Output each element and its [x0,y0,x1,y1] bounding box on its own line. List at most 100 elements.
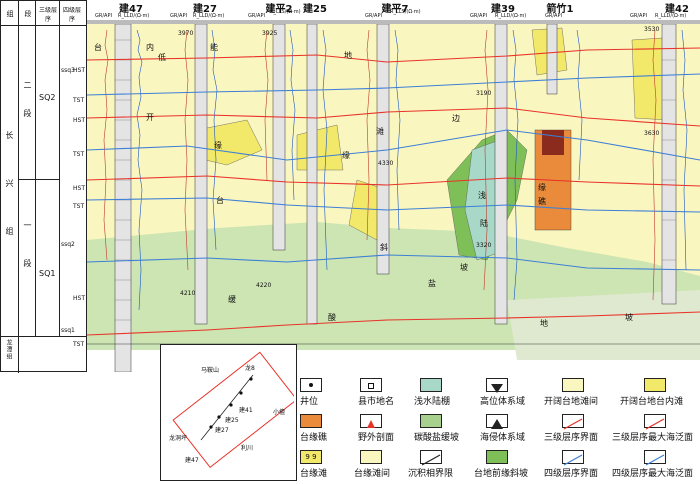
well-label: 建平7 [381,4,409,15]
sq4-col-header: 四级层序 [62,7,81,23]
depth-note: 3320 [476,242,492,249]
legend-swatch [420,378,442,392]
legend-swatch [300,414,322,428]
legend-swatch [644,378,666,392]
legend-swatch [360,414,382,428]
facies-label: 盐 [428,279,436,288]
curve-header-rt: R_LLD/(Ω·m) [193,13,225,19]
legend-swatch [644,414,666,430]
legend-label: 海侵体系域 [480,433,526,443]
subseq-ssq2: ssq2 [61,241,75,248]
depth-note: 4330 [378,160,394,167]
curve-header-rt: R_LLD/(Ω·m) [118,13,150,19]
formation-changxing: 长兴组 [5,131,14,275]
systems-tract: TST [73,203,85,210]
curve-header-rt: R_LLD/(Ω·m) [495,13,527,19]
facies-label: 地 [344,51,352,60]
legend-swatch [486,450,508,464]
legend-label: 沉积相界限 [408,469,454,479]
facies-label: 低 [158,53,166,62]
curve-header-gr: GR/API [170,13,187,19]
curve-header-gr: GR/API [248,13,265,19]
legend-swatch [300,378,322,392]
legend-label: 开阔台地滩间 [544,397,599,407]
legend-swatch [360,450,382,464]
legend-label: 三级层序界面 [544,433,599,443]
legend-swatch [420,414,442,428]
legend-label: 野外剖面 [358,433,395,443]
map-label: 利川 [241,445,254,452]
facies-label: 内 [146,43,154,52]
member-2: 二段 [23,81,32,137]
strat-column: 组 段 三级层序 四级层序 长兴组 龙潭组 二段 一段 SQ2 SQ1 ssq3… [0,0,87,373]
map-label: 建41 [239,407,253,414]
map-label: 建47 [185,457,199,464]
sq3-col-header: 三级层序 [38,7,57,23]
legend-swatch [486,378,508,393]
systems-tract: TST [73,341,85,348]
facies-label: 滩 [376,127,384,136]
facies-label: 能 [210,43,218,52]
subseq-ssq1: ssq1 [61,327,75,334]
legend-swatch [562,414,584,430]
legend-label: 四级层序界面 [544,469,599,479]
well-label: 箭竹1 [546,4,574,15]
curve-header-gr: GR/API [630,13,647,19]
systems-tract: HST [73,295,85,302]
legend-label: 台缘滩间 [354,469,391,479]
member-1: 一段 [23,221,32,297]
facies-label: 斜 [380,243,388,252]
legend: 井位 县市地名 浅水陆棚 高位体系域 开阔台地滩间 开阔台地台内滩 台缘礁 野外… [300,376,700,484]
well-label: 建42 [665,4,689,15]
curve-header-rs: R_LLS/(Ω·m) [390,9,421,15]
legend-swatch [644,450,666,466]
legend-label: 开阔台地台内滩 [620,397,684,407]
facies-label: 地 [540,319,548,328]
map-label: 龙8 [245,365,255,372]
legend-label: 三级层序最大海泛面 [612,433,694,443]
depth-note: 3925 [262,30,278,37]
facies-label: 缘 [214,141,222,150]
well-label: 建25 [303,4,327,15]
curve-header-gr: GR/API [470,13,487,19]
legend-label: 井位 [300,397,319,407]
map-label: 建25 [225,417,239,424]
well-label: 建39 [491,4,515,15]
facies-label: 台 [94,43,102,52]
curve-header-rs: R_LLS/(Ω·m) [270,9,301,15]
facies-label: 陆 [480,219,488,228]
curve-header-gr: GR/API [95,13,112,19]
sequence-sq1: SQ1 [39,269,56,278]
legend-label: 县市地名 [358,397,395,407]
systems-tract: TST [73,97,85,104]
subseq-ssq3: ssq3 [61,67,75,74]
map-label: 建27 [215,427,229,434]
legend-swatch [562,450,584,466]
facies-label: 缘 [538,183,546,192]
facies-label: 坡 [625,313,633,322]
map-label: 龙洞坪 [169,435,188,442]
member-col-header: 段 [24,10,32,18]
legend-label: 台缘滩 [300,469,328,479]
systems-tract: HST [73,117,85,124]
systems-tract: TST [73,151,85,158]
systems-tract: HST [73,185,85,192]
facies-label: 台 [216,196,224,205]
depth-note: 3970 [178,30,194,37]
map-label: 小檀 [273,409,286,416]
facies-label: 礁 [538,197,546,206]
location-map: 马鞍山 龙8 建41 建25 建27 龙洞坪 建47 小檀 利川 [160,344,298,481]
systems-tract: HST [73,67,85,74]
depth-note: 3190 [476,90,492,97]
well-label: 建27 [193,4,217,15]
depth-note: 3530 [644,26,660,33]
depth-note: 3630 [644,130,660,137]
legend-swatch [420,450,442,466]
legend-swatch [360,378,382,392]
facies-label: 开 [146,113,154,122]
facies-label: 边 [452,114,460,123]
legend-swatch [486,414,508,429]
depth-note: 4220 [256,282,272,289]
facies-label: 缓 [228,295,236,304]
facies-label: 浅 [478,191,486,200]
